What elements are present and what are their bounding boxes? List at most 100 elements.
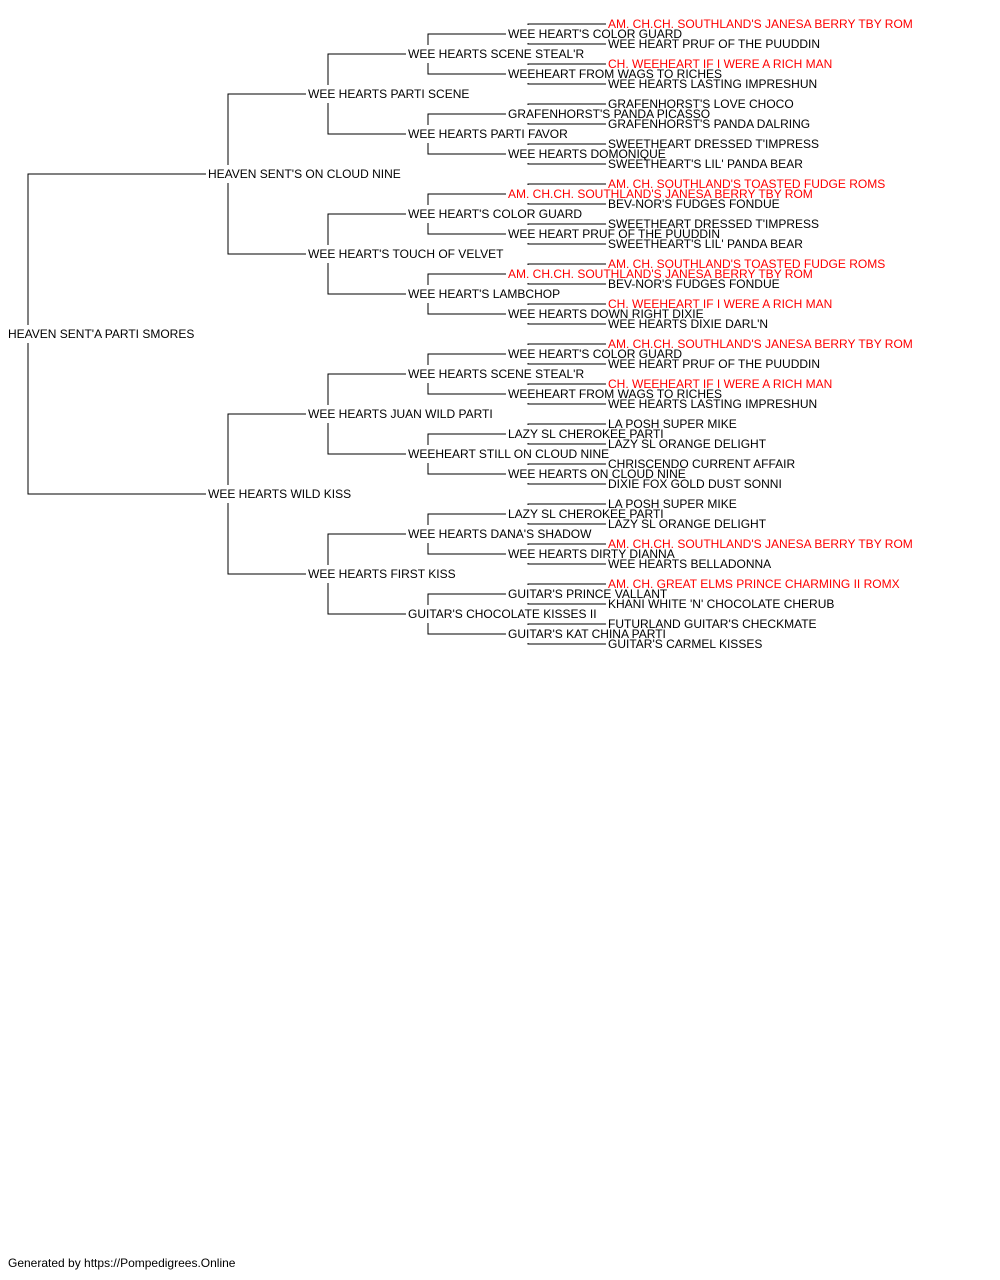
- dam-connector: [527, 403, 606, 405]
- ancestor-name-chriscendo-current-affair: CHRISCENDO CURRENT AFFAIR: [608, 457, 795, 471]
- ancestor-name-am-ch-southland-s-toasted-fudge-roms: AM. CH. SOUTHLAND'S TOASTED FUDGE ROMS: [608, 257, 885, 271]
- ancestor-name-wee-heart-s-lambchop: WEE HEART'S LAMBCHOP: [408, 287, 560, 301]
- footer-credit: Generated by https://Pompedigrees.Online: [8, 1256, 236, 1270]
- dam-connector: [227, 503, 306, 575]
- dam-connector: [527, 563, 606, 565]
- dam-connector: [427, 383, 506, 395]
- ancestor-name-wee-heart-pruf-of-the-puuddin: WEE HEART PRUF OF THE PUUDDIN: [608, 37, 820, 51]
- sire-connector: [527, 63, 606, 65]
- sire-connector: [527, 543, 606, 545]
- dam-connector: [527, 203, 606, 205]
- sire-connector: [227, 413, 306, 485]
- dam-connector: [527, 363, 606, 365]
- ancestor-name-wee-hearts-parti-favor: WEE HEARTS PARTI FAVOR: [408, 127, 568, 141]
- sire-connector: [227, 93, 306, 165]
- subject-name-heaven-sent-a-parti-smores: HEAVEN SENT'A PARTI SMORES: [8, 327, 194, 341]
- dam-connector: [527, 283, 606, 285]
- ancestor-name-wee-hearts-domonique: WEE HEARTS DOMONIQUE: [508, 147, 666, 161]
- dam-connector: [527, 123, 606, 125]
- dam-connector: [527, 523, 606, 525]
- dam-connector: [427, 63, 506, 75]
- sire-connector: [427, 113, 506, 125]
- ancestor-name-weeheart-from-wags-to-riches: WEEHEART FROM WAGS TO RICHES: [508, 67, 722, 81]
- dam-connector: [427, 303, 506, 315]
- dam-connector: [327, 263, 406, 295]
- ancestor-name-la-posh-super-mike: LA POSH SUPER MIKE: [608, 417, 737, 431]
- ancestor-name-wee-hearts-juan-wild-parti: WEE HEARTS JUAN WILD PARTI: [308, 407, 493, 421]
- ancestor-name-la-posh-super-mike: LA POSH SUPER MIKE: [608, 497, 737, 511]
- ancestor-name-am-ch-ch-southland-s-janesa-berry-tby-rom: AM. CH.CH. SOUTHLAND'S JANESA BERRY TBY …: [608, 337, 913, 351]
- dam-connector: [327, 583, 406, 615]
- ancestor-name-wee-hearts-dixie-darl-n: WEE HEARTS DIXIE DARL'N: [608, 317, 768, 331]
- ancestor-name-wee-heart-s-color-guard: WEE HEART'S COLOR GUARD: [508, 347, 682, 361]
- dam-connector: [427, 463, 506, 475]
- ancestor-name-am-ch-southland-s-toasted-fudge-roms: AM. CH. SOUTHLAND'S TOASTED FUDGE ROMS: [608, 177, 885, 191]
- ancestor-name-wee-hearts-lasting-impreshun: WEE HEARTS LASTING IMPRESHUN: [608, 397, 817, 411]
- ancestor-name-wee-hearts-wild-kiss: WEE HEARTS WILD KISS: [208, 487, 351, 501]
- ancestor-name-wee-heart-pruf-of-the-puuddin: WEE HEART PRUF OF THE PUUDDIN: [508, 227, 720, 241]
- dam-connector: [27, 343, 206, 495]
- sire-connector: [527, 143, 606, 145]
- ancestor-name-wee-hearts-dana-s-shadow: WEE HEARTS DANA'S SHADOW: [408, 527, 592, 541]
- ancestor-name-bev-nor-s-fudges-fondue: BEV-NOR'S FUDGES FONDUE: [608, 277, 780, 291]
- ancestor-name-wee-hearts-scene-steal-r: WEE HEARTS SCENE STEAL'R: [408, 47, 584, 61]
- ancestor-name-wee-hearts-down-right-dixie: WEE HEARTS DOWN RIGHT DIXIE: [508, 307, 704, 321]
- ancestor-name-guitar-s-carmel-kisses: GUITAR'S CARMEL KISSES: [608, 637, 762, 651]
- ancestor-name-am-ch-great-elms-prince-charming-ii-romx: AM. CH. GREAT ELMS PRINCE CHARMING II RO…: [608, 577, 900, 591]
- sire-connector: [527, 463, 606, 465]
- ancestor-name-lazy-sl-orange-delight: LAZY SL ORANGE DELIGHT: [608, 517, 767, 531]
- sire-connector: [427, 513, 506, 525]
- ancestor-name-sweetheart-s-lil-panda-bear: SWEETHEART'S LIL' PANDA BEAR: [608, 157, 803, 171]
- ancestor-name-ch-weeheart-if-i-were-a-rich-man: CH. WEEHEART IF I WERE A RICH MAN: [608, 297, 832, 311]
- sire-connector: [527, 183, 606, 185]
- ancestor-name-wee-hearts-parti-scene: WEE HEARTS PARTI SCENE: [308, 87, 469, 101]
- ancestor-name-lazy-sl-cherokee-parti: LAZY SL CHEROKEE PARTI: [508, 427, 664, 441]
- dam-connector: [227, 183, 306, 255]
- ancestor-name-wee-hearts-first-kiss: WEE HEARTS FIRST KISS: [308, 567, 456, 581]
- ancestor-name-lazy-sl-cherokee-parti: LAZY SL CHEROKEE PARTI: [508, 507, 664, 521]
- ancestor-name-wee-heart-s-touch-of-velvet: WEE HEART'S TOUCH OF VELVET: [308, 247, 504, 261]
- ancestor-name-guitar-s-kat-china-parti: GUITAR'S KAT CHINA PARTI: [508, 627, 666, 641]
- ancestor-name-heaven-sent-s-on-cloud-nine: HEAVEN SENT'S ON CLOUD NINE: [208, 167, 401, 181]
- dam-connector: [527, 483, 606, 485]
- sire-connector: [327, 533, 406, 565]
- sire-connector: [527, 23, 606, 25]
- sire-connector: [527, 503, 606, 505]
- dam-connector: [527, 603, 606, 605]
- sire-connector: [427, 193, 506, 205]
- ancestor-name-guitar-s-chocolate-kisses-ii: GUITAR'S CHOCOLATE KISSES II: [408, 607, 597, 621]
- ancestor-name-am-ch-ch-southland-s-janesa-berry-tby-rom: AM. CH.CH. SOUTHLAND'S JANESA BERRY TBY …: [508, 187, 813, 201]
- ancestor-name-grafenhorst-s-panda-picasso: GRAFENHORST'S PANDA PICASSO: [508, 107, 710, 121]
- ancestor-name-wee-hearts-scene-steal-r: WEE HEARTS SCENE STEAL'R: [408, 367, 584, 381]
- dam-connector: [327, 423, 406, 455]
- dam-connector: [527, 323, 606, 325]
- ancestor-name-ch-weeheart-if-i-were-a-rich-man: CH. WEEHEART IF I WERE A RICH MAN: [608, 57, 832, 71]
- dam-connector: [527, 243, 606, 245]
- sire-connector: [427, 33, 506, 45]
- ancestor-name-wee-hearts-belladonna: WEE HEARTS BELLADONNA: [608, 557, 771, 571]
- sire-connector: [327, 53, 406, 85]
- sire-connector: [327, 213, 406, 245]
- ancestor-name-sweetheart-dressed-t-impress: SWEETHEART DRESSED T'IMPRESS: [608, 217, 819, 231]
- ancestor-name-wee-hearts-lasting-impreshun: WEE HEARTS LASTING IMPRESHUN: [608, 77, 817, 91]
- sire-connector: [427, 593, 506, 605]
- ancestor-name-bev-nor-s-fudges-fondue: BEV-NOR'S FUDGES FONDUE: [608, 197, 780, 211]
- sire-connector: [527, 383, 606, 385]
- ancestor-name-guitar-s-prince-vallant: GUITAR'S PRINCE VALLANT: [508, 587, 668, 601]
- ancestor-name-lazy-sl-orange-delight: LAZY SL ORANGE DELIGHT: [608, 437, 767, 451]
- dam-connector: [427, 543, 506, 555]
- ancestor-name-sweetheart-dressed-t-impress: SWEETHEART DRESSED T'IMPRESS: [608, 137, 819, 151]
- dam-connector: [527, 43, 606, 45]
- ancestor-name-sweetheart-s-lil-panda-bear: SWEETHEART'S LIL' PANDA BEAR: [608, 237, 803, 251]
- ancestor-name-futurland-guitar-s-checkmate: FUTURLAND GUITAR'S CHECKMATE: [608, 617, 817, 631]
- ancestor-name-khani-white-n-chocolate-cherub: KHANI WHITE 'N' CHOCOLATE CHERUB: [608, 597, 834, 611]
- ancestor-name-grafenhorst-s-love-choco: GRAFENHORST'S LOVE CHOCO: [608, 97, 794, 111]
- sire-connector: [427, 273, 506, 285]
- dam-connector: [427, 623, 506, 635]
- sire-connector: [527, 343, 606, 345]
- sire-connector: [427, 353, 506, 365]
- ancestor-name-wee-heart-pruf-of-the-puuddin: WEE HEART PRUF OF THE PUUDDIN: [608, 357, 820, 371]
- sire-connector: [527, 583, 606, 585]
- sire-connector: [527, 303, 606, 305]
- ancestor-name-grafenhorst-s-panda-dalring: GRAFENHORST'S PANDA DALRING: [608, 117, 810, 131]
